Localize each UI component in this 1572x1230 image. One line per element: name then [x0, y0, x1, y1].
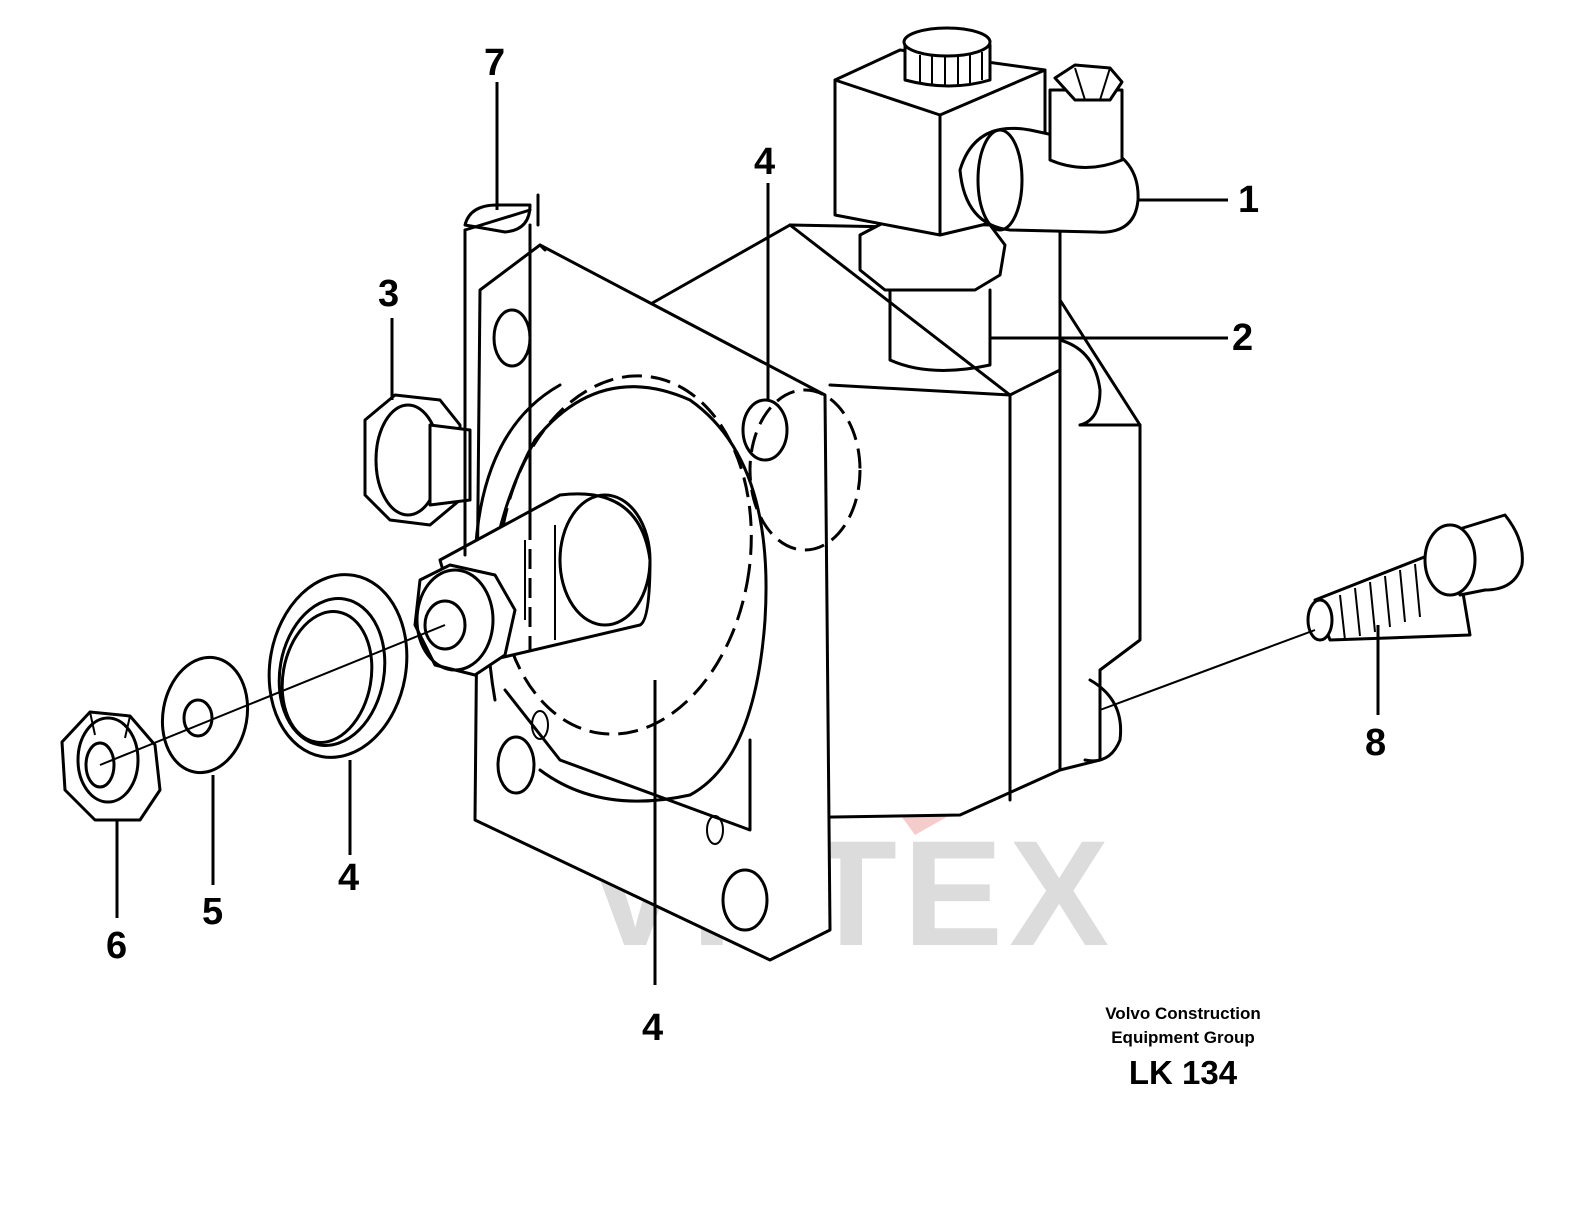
part-1-solenoid-valve — [833, 26, 1140, 372]
part-4-seal-ring — [267, 573, 409, 759]
callout-4-seal: 4 — [338, 857, 359, 899]
part-5-washer — [160, 655, 250, 775]
callout-2: 2 — [1232, 317, 1253, 359]
part-7-key — [463, 193, 540, 557]
callout-5: 5 — [202, 891, 223, 933]
callout-8: 8 — [1365, 722, 1386, 764]
callout-4-top: 4 — [754, 141, 775, 183]
pump-flange — [473, 243, 862, 962]
caption-diagram-code: LK 134 — [1129, 1054, 1238, 1091]
part-8-bolt — [1306, 513, 1524, 642]
leader-lines — [115, 82, 1380, 985]
callout-3: 3 — [378, 273, 399, 315]
drive-shaft — [413, 492, 652, 677]
callout-labels: 1 2 3 4 4 4 5 6 7 8 — [106, 42, 1386, 1049]
caption-company-line2: Equipment Group — [1111, 1028, 1255, 1047]
caption-block: Volvo Construction Equipment Group LK 13… — [1105, 1004, 1261, 1091]
callout-6: 6 — [106, 925, 127, 967]
assembly-axis — [99, 624, 1316, 766]
callout-4-bottom: 4 — [642, 1007, 663, 1049]
callout-1: 1 — [1238, 179, 1259, 221]
part-6-nut — [60, 710, 162, 822]
callout-7: 7 — [484, 42, 505, 84]
part-3-fitting — [363, 393, 472, 527]
caption-company-line1: Volvo Construction — [1105, 1004, 1261, 1023]
